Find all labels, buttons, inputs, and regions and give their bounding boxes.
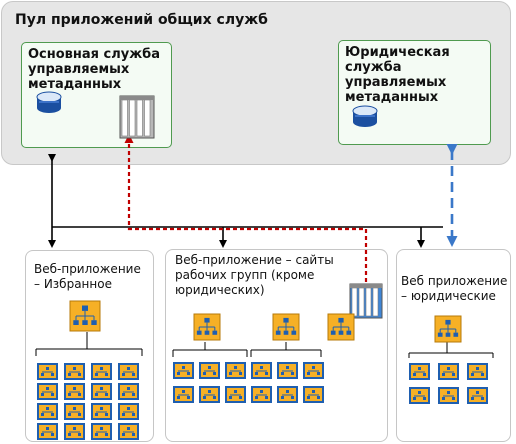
site-icon bbox=[118, 403, 139, 420]
legal-mms-title-line: Юридическая bbox=[345, 45, 450, 60]
red-dashed-link bbox=[124, 134, 368, 282]
site-icon bbox=[37, 383, 58, 400]
team-sites-web-app: Веб-приложение – сайты рабочих групп (кр… bbox=[165, 249, 388, 442]
site-icon bbox=[91, 423, 112, 440]
site-icon bbox=[277, 362, 298, 379]
legal-app-title: Веб приложение – юридические bbox=[401, 274, 507, 304]
site-icon bbox=[64, 383, 85, 400]
site-icon bbox=[37, 403, 58, 420]
favorites-app-title-line: – Избранное bbox=[34, 277, 112, 291]
site-icon bbox=[37, 423, 58, 440]
team-app-title-line: юридических) bbox=[175, 283, 265, 297]
site-icon bbox=[173, 386, 194, 403]
site-icon bbox=[37, 363, 58, 380]
main-mms-title-line: управляемых bbox=[28, 62, 130, 77]
site-collection-icon bbox=[272, 313, 300, 341]
site-icon bbox=[303, 362, 324, 379]
main-mms-title-line: метаданных bbox=[28, 77, 122, 92]
site-icon bbox=[64, 423, 85, 440]
team-app-title: Веб-приложение – сайты рабочих групп (кр… bbox=[175, 253, 334, 298]
database-icon bbox=[36, 91, 62, 113]
site-icon bbox=[199, 386, 220, 403]
legal-mms-title-line: управляемых bbox=[345, 75, 447, 90]
site-collection-icon bbox=[193, 313, 221, 341]
site-icon bbox=[118, 423, 139, 440]
site-icon bbox=[64, 403, 85, 420]
site-icon bbox=[467, 387, 488, 404]
main-mms-title-line: Основная служба bbox=[28, 47, 161, 62]
legal-mms-service: Юридическая служба управляемых метаданны… bbox=[338, 40, 491, 145]
site-icon bbox=[91, 403, 112, 420]
pool-title: Пул приложений общих служб bbox=[15, 12, 268, 28]
site-icon bbox=[64, 363, 85, 380]
site-icon bbox=[225, 386, 246, 403]
site-icon bbox=[225, 362, 246, 379]
legal-mms-title: Юридическая служба управляемых метаданны… bbox=[345, 45, 450, 105]
term-store-icon bbox=[349, 283, 383, 319]
site-icon bbox=[199, 362, 220, 379]
site-icon bbox=[438, 363, 459, 380]
site-collection-icon bbox=[434, 315, 462, 343]
site-icon bbox=[467, 363, 488, 380]
site-icon bbox=[91, 363, 112, 380]
legal-app-title-line: – юридические bbox=[401, 289, 496, 303]
legal-app-title-line: Веб приложение bbox=[401, 274, 508, 288]
site-icon bbox=[91, 383, 112, 400]
site-icon bbox=[173, 362, 194, 379]
term-store-icon bbox=[119, 95, 155, 139]
site-icon bbox=[303, 386, 324, 403]
site-icon bbox=[118, 363, 139, 380]
site-icon bbox=[438, 387, 459, 404]
favorites-app-title: Веб-приложение – Избранное bbox=[34, 262, 141, 292]
legal-web-app: Веб приложение – юридические bbox=[396, 249, 511, 442]
main-mms-title: Основная служба управляемых метаданных bbox=[28, 47, 160, 92]
site-icon bbox=[409, 363, 430, 380]
team-app-title-line: Веб-приложение – сайты bbox=[175, 253, 334, 267]
site-collection-icon bbox=[69, 300, 101, 332]
favorites-app-title-line: Веб-приложение bbox=[34, 262, 141, 276]
site-icon bbox=[251, 386, 272, 403]
site-icon bbox=[409, 387, 430, 404]
legal-mms-title-line: метаданных bbox=[345, 90, 439, 105]
team-app-title-line: рабочих групп (кроме bbox=[175, 268, 315, 282]
site-icon bbox=[277, 386, 298, 403]
site-icon bbox=[251, 362, 272, 379]
legal-mms-title-line: служба bbox=[345, 60, 402, 75]
database-icon bbox=[352, 105, 378, 127]
site-icon bbox=[118, 383, 139, 400]
site-collection-icon bbox=[327, 313, 355, 341]
